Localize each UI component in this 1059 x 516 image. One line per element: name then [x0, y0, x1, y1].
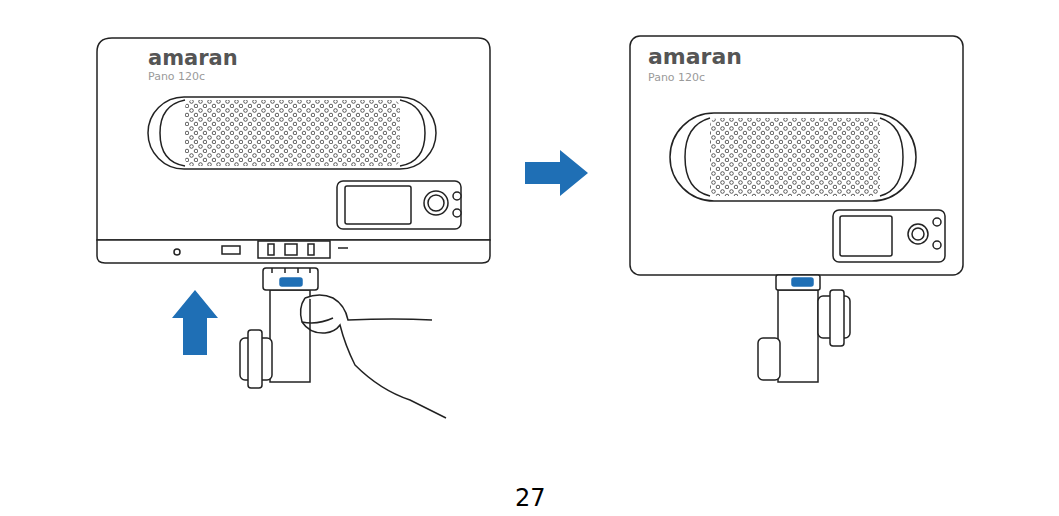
light-stand-mount — [758, 275, 850, 382]
model-name: Pano 120c — [148, 71, 205, 82]
brand-name: amaran — [148, 48, 238, 69]
right-arrow — [525, 150, 588, 196]
page-number: 27 — [515, 486, 546, 510]
light-panel-tilted — [97, 38, 490, 263]
hand — [301, 295, 446, 418]
up-arrow — [172, 290, 218, 355]
brand-name: amaran — [648, 46, 742, 68]
light-panel-front — [630, 36, 963, 275]
model-name: Pano 120c — [648, 72, 705, 83]
